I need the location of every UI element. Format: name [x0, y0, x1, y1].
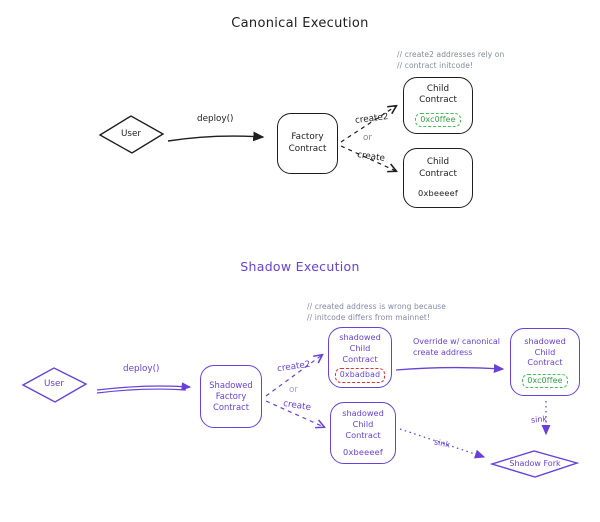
shadow-or-label: or: [289, 385, 298, 395]
canonical-or-label: or: [363, 133, 372, 143]
shadowed-child-coffee-node: shadowed Child Contract 0xc0ffee: [510, 328, 580, 396]
shadow-fork-diamond: [489, 450, 580, 478]
address-badge-c0ffee-canonical: 0xc0ffee: [415, 112, 461, 127]
shadow-deploy-arrow: [96, 382, 192, 391]
override-label: Override w/ canonical create address: [413, 337, 501, 358]
canonical-deploy-label: deploy(): [197, 114, 234, 124]
address-text-beeeef-canonical: 0xbeeeef: [418, 188, 458, 199]
shadow-create-arrow: [265, 400, 324, 427]
canonical-user-diamond: [98, 115, 165, 154]
shadow-deploy-label: deploy(): [123, 364, 160, 374]
shadowed-child-beef-node: shadowed Child Contract 0xbeeeef: [330, 402, 396, 464]
canonical-deploy-arrow: [167, 131, 265, 142]
canonical-create-arrow: [340, 145, 396, 171]
override-arrow: [395, 363, 505, 373]
shadow-fork-label: Shadow Fork: [509, 459, 561, 468]
address-badge-c0ffee-shadow: 0xc0ffee: [522, 373, 568, 389]
canonical-user-label: User: [120, 129, 142, 139]
child-contract-create-label: Child Contract: [419, 157, 457, 179]
child-contract-create2-label: Child Contract: [419, 84, 457, 106]
shadowed-child-beef-label: shadowed Child Contract: [342, 408, 384, 440]
canonical-comment: // create2 addresses rely on // contract…: [397, 50, 505, 70]
shadow-user-label: User: [43, 379, 65, 389]
shadow-comment: // created address is wrong because // i…: [307, 302, 447, 322]
shadow-create2-arrow: [265, 355, 322, 397]
shadowed-child-coffee-label: shadowed Child Contract: [524, 335, 566, 368]
shadowed-child-bad-node: shadowed Child Contract 0xbadbad: [328, 327, 392, 388]
shadow-user-diamond: [21, 367, 88, 403]
factory-contract-label: Factory Contract: [288, 132, 327, 154]
shadowed-factory-contract-label: Shadowed Factory Contract: [209, 380, 253, 412]
shadow-deploy-arrow-stroke2: [96, 388, 187, 394]
shadow-title: Shadow Execution: [240, 259, 360, 274]
shadowed-factory-contract-node: Shadowed Factory Contract: [200, 365, 262, 428]
address-badge-badbad: 0xbadbad: [334, 368, 386, 383]
factory-contract-node: Factory Contract: [277, 113, 338, 174]
address-text-beeeef-shadow: 0xbeeeef: [343, 447, 383, 458]
shadowed-child-bad-label: shadowed Child Contract: [339, 332, 381, 364]
child-contract-create2-node: Child Contract 0xc0ffee: [403, 77, 473, 134]
canonical-create2-arrow: [340, 106, 396, 143]
sink-vertical-label: sink: [530, 414, 548, 425]
child-contract-create-node: Child Contract 0xbeeeef: [403, 148, 473, 208]
canonical-title: Canonical Execution: [231, 16, 369, 31]
